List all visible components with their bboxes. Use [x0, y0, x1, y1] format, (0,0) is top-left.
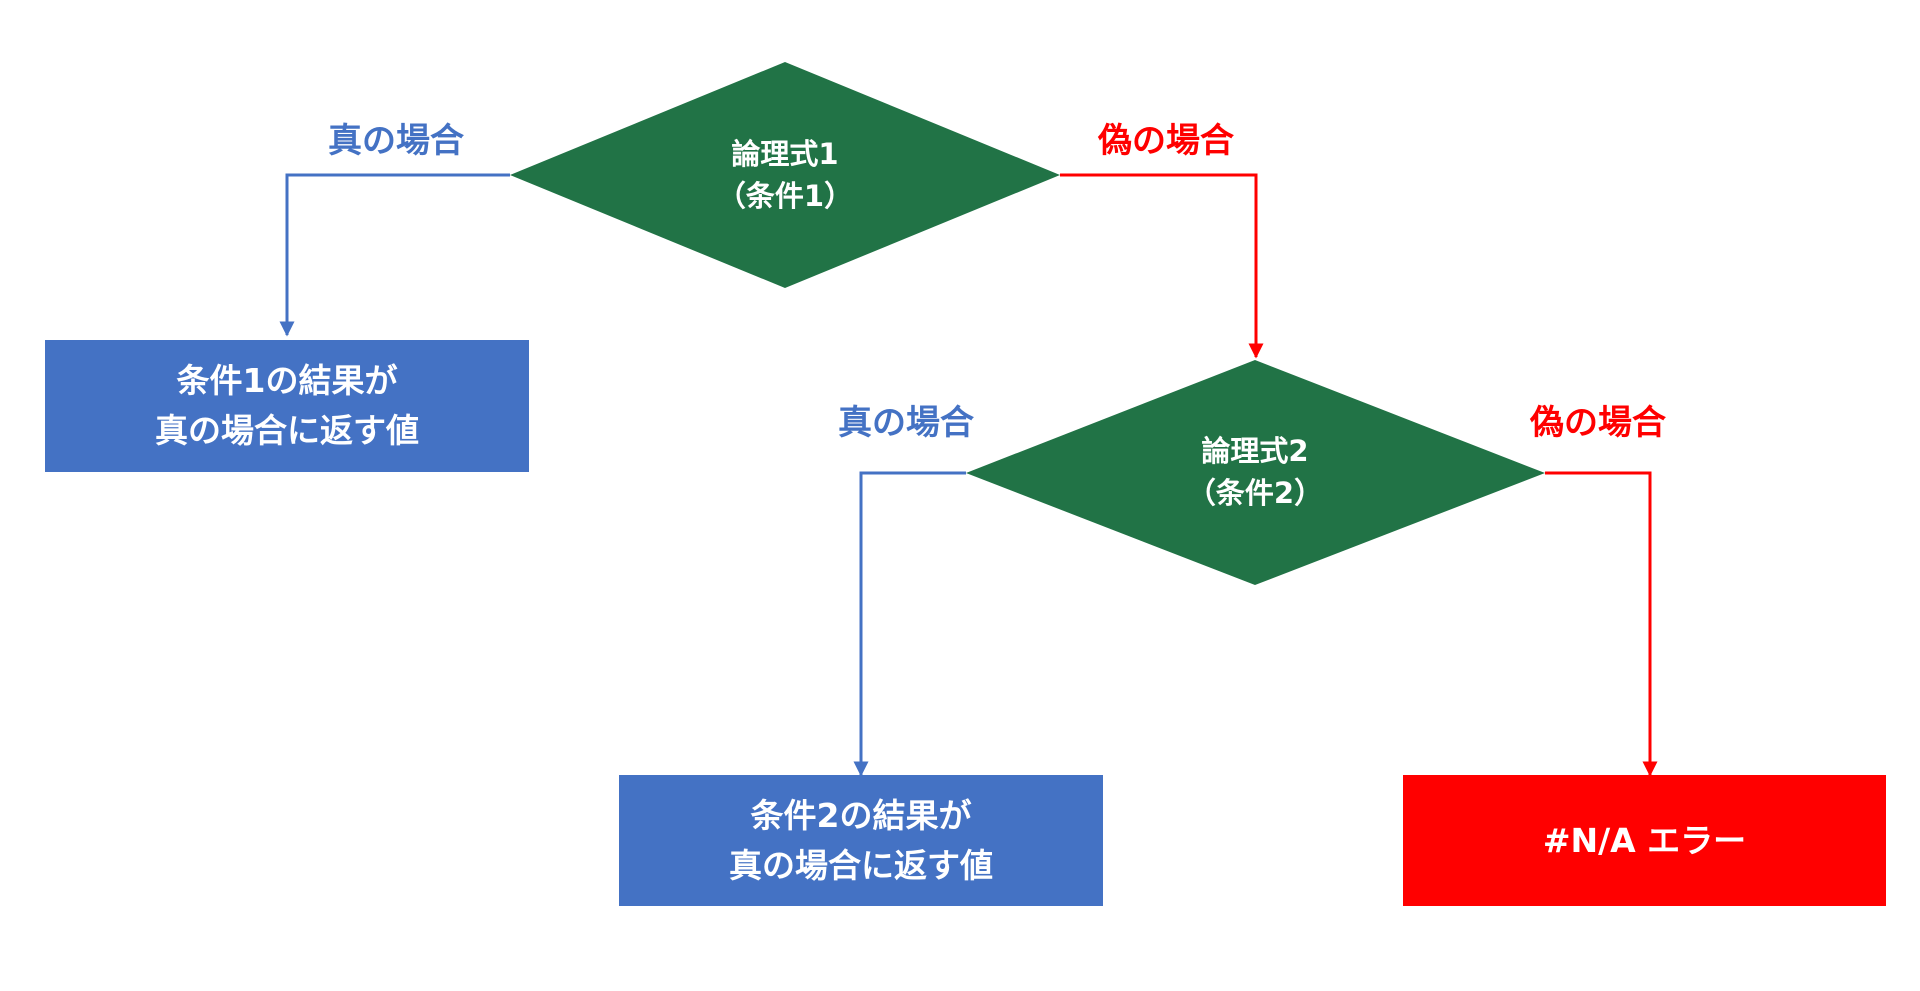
branch-1-false-label: 偽の場合 — [1098, 121, 1234, 161]
connector-false-1 — [1060, 173, 1264, 359]
result-box-1: 条件1の結果が 真の場合に返す値 — [45, 340, 529, 472]
connector-true-1 — [279, 173, 510, 337]
result-box-2: 条件2の結果が 真の場合に返す値 — [619, 775, 1103, 906]
branch-2-false-label: 偽の場合 — [1530, 403, 1666, 443]
error-box: #N/A エラー — [1403, 775, 1886, 906]
connector-true-2 — [853, 471, 966, 777]
result-2-line1: 条件2の結果が — [750, 795, 972, 835]
error-box-label: #N/A エラー — [1542, 820, 1747, 860]
decision-diamond-2 — [966, 360, 1545, 585]
decision-2-label: 論理式2 （条件2） — [1130, 430, 1380, 514]
decision-1-label: 論理式1 （条件1） — [660, 133, 910, 217]
decision-2-line1: 論理式2 — [1201, 434, 1309, 468]
decision-diamond-1 — [510, 62, 1060, 288]
connector-false-2 — [1545, 471, 1658, 777]
result-1-line1: 条件1の結果が — [176, 361, 398, 400]
decision-1-line1: 論理式1 — [731, 137, 839, 171]
branch-1-true-label: 真の場合 — [328, 121, 464, 161]
result-1-line2: 真の場合に返す値 — [155, 411, 419, 450]
branch-2-true-label: 真の場合 — [838, 403, 974, 443]
decision-1-line2: （条件1） — [716, 179, 854, 213]
result-2-line2: 真の場合に返す値 — [729, 845, 993, 885]
decision-2-line2: （条件2） — [1186, 476, 1324, 510]
